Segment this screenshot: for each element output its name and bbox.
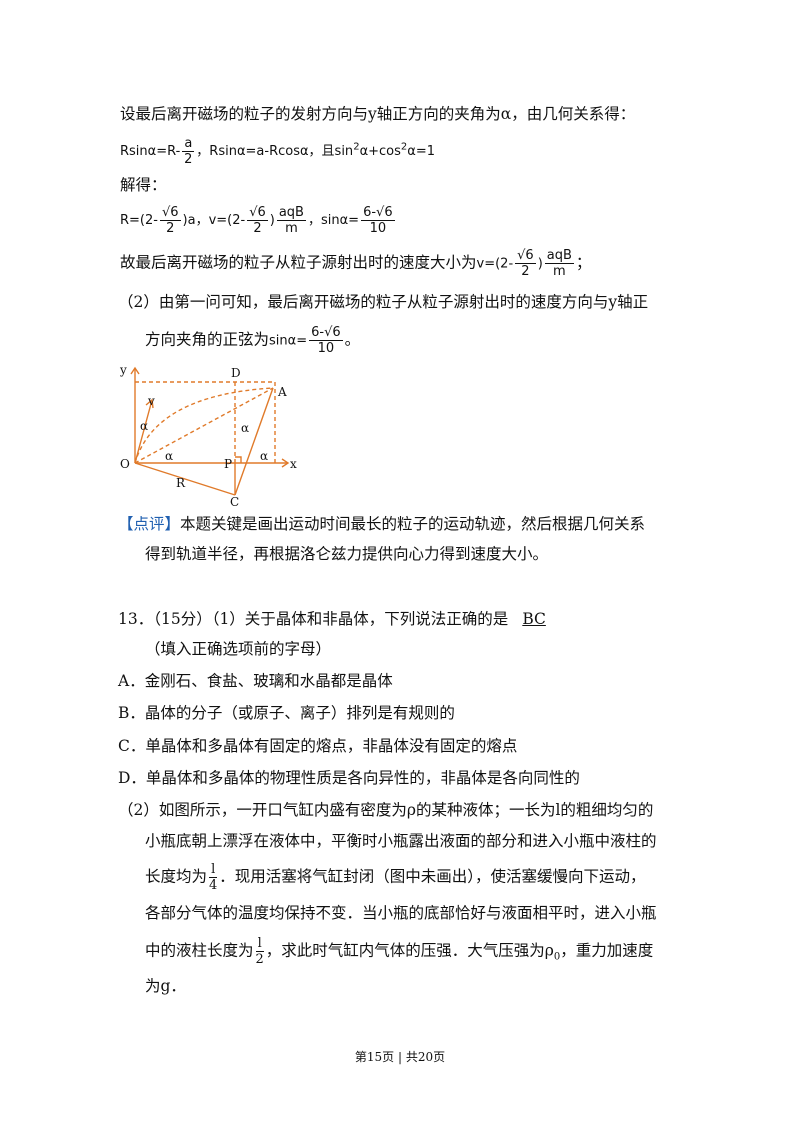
label-r: R xyxy=(176,476,186,490)
label-c: C xyxy=(230,495,239,509)
part2-line2: 小瓶底朝上漂浮在液体中，平衡时小瓶露出液面的部分和进入小瓶中液柱的 xyxy=(145,832,657,850)
chord-oa xyxy=(134,387,274,464)
part2-line4: 各部分气体的温度均保持不变．当小瓶的底部恰好与液面相平时，进入小瓶 xyxy=(145,904,657,922)
y-axis-arrow xyxy=(130,366,140,375)
label-x: x xyxy=(290,457,297,471)
eq-text: α+cos xyxy=(359,144,401,159)
option-a: A．金刚石、食盐、玻璃和水晶都是晶体 xyxy=(118,672,393,690)
label-o: O xyxy=(120,457,130,471)
part2-line1: （2）如图所示，一开口气缸内盛有密度为ρ的某种液体；一长为l的粗细均匀的 xyxy=(118,801,654,819)
question-13-hint: （填入正确选项前的字母） xyxy=(145,640,332,658)
eq-text: ，Rsinα=a-Rcosα，且sin xyxy=(196,144,354,159)
label-y: y xyxy=(119,363,127,377)
x-axis-arrow xyxy=(281,458,290,468)
label-alpha-velocity: α xyxy=(140,419,148,433)
solve-label: 解得： xyxy=(120,176,167,194)
option-d: D．单晶体和多晶体的物理性质是各向异性的，非晶体是各向同性的 xyxy=(118,769,580,787)
comment-tag: 【点评】 xyxy=(118,515,181,533)
label-alpha-a: α xyxy=(241,421,249,435)
trajectory-arc xyxy=(134,387,274,464)
page-footer: 第15页 | 共20页 xyxy=(354,1050,446,1064)
comment-line1: 【点评】本题关键是画出运动时间最长的粒子的运动轨迹，然后根据几何关系 xyxy=(118,515,646,533)
radius-ca xyxy=(234,387,274,496)
comment-line2: 得到轨道半径，再根据洛仑兹力提供向心力得到速度大小。 xyxy=(145,545,549,563)
label-p: P xyxy=(224,457,232,471)
velocity-vector xyxy=(134,399,153,464)
label-v: v xyxy=(147,394,155,408)
label-a: A xyxy=(277,385,287,399)
label-d: D xyxy=(231,366,241,380)
label-alpha-origin: α xyxy=(165,449,173,463)
label-alpha-right: α xyxy=(260,449,268,463)
part2-line6: 为g． xyxy=(145,977,186,995)
right-angle-mark xyxy=(235,456,242,463)
option-b: B．晶体的分子（或原子、离子）排列是有规则的 xyxy=(118,704,455,722)
trajectory-figure: y x O D A P C R v α α α α xyxy=(119,363,297,509)
radius-oc xyxy=(134,462,236,496)
velocity-arrowhead xyxy=(145,398,154,409)
paragraph-angle-setup: 设最后离开磁场的粒子的发射方向与y轴正方向的夹角为α，由几何关系得： xyxy=(120,105,636,123)
eq-text: α=1 xyxy=(407,144,436,159)
paragraph-part2-line1: （2）由第一问可知，最后离开磁场的粒子从粒子源射出时的速度方向与y轴正 xyxy=(118,293,649,311)
eq-text: Rsinα=R- xyxy=(120,144,181,159)
option-c: C．单晶体和多晶体有固定的熔点，非晶体没有固定的熔点 xyxy=(118,737,518,755)
answer-blank: BC xyxy=(522,610,546,628)
